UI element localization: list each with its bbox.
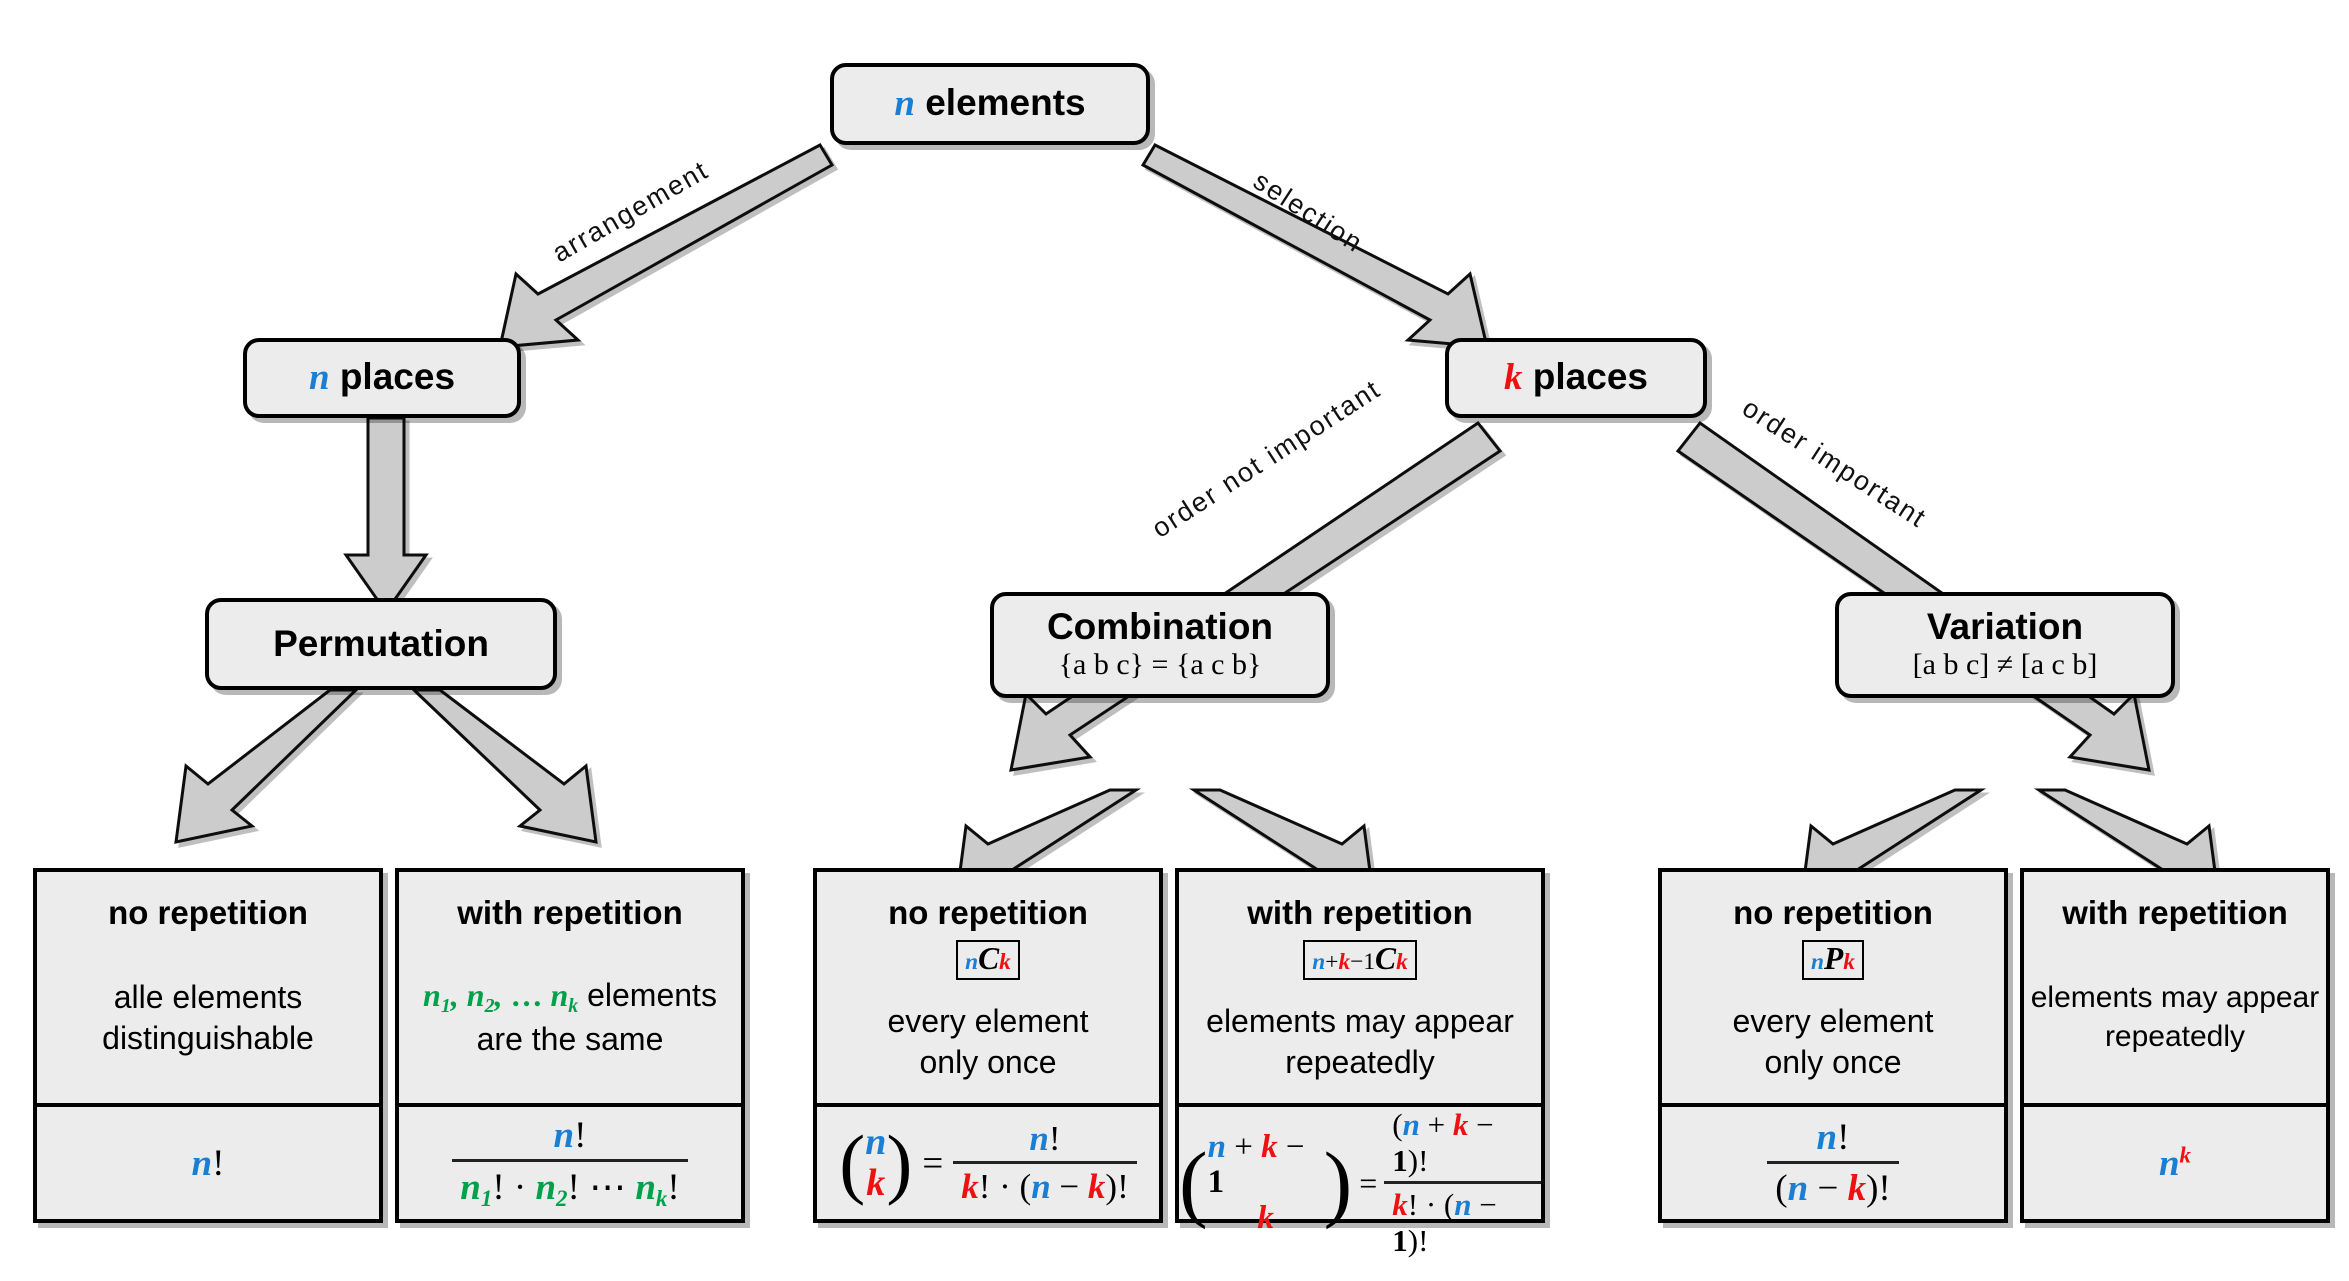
node-k-places[interactable]: k places <box>1445 338 1707 418</box>
desc-line-2: repeatedly <box>1285 1043 1435 1080</box>
node-variation-subtitle: [a b c] ≠ [a c b] <box>1912 648 2098 682</box>
desc-line-2: only once <box>1764 1043 1902 1080</box>
leaf-description: n1, n2, … nk elements are the same <box>423 932 717 1103</box>
desc-line-1: elements may appear <box>1206 1002 1514 1039</box>
leaf-header: no repetition <box>888 894 1088 931</box>
k-places-variable: k <box>1504 357 1523 399</box>
node-n-elements[interactable]: n elements <box>830 63 1150 145</box>
leaf-header: with repetition <box>1247 894 1473 931</box>
formula-variation: n! (n − k)! <box>1767 1116 1899 1210</box>
leaf-description: every element only once <box>1733 980 1934 1103</box>
leaf-description-text: every element only once <box>1733 1001 1934 1083</box>
leaf-header: with repetition <box>457 894 683 931</box>
formula-multiset-permutation: n! n1! · n2! ⋯ nk! <box>452 1114 688 1212</box>
node-k-places-label: k places <box>1504 356 1648 399</box>
desc-line-2: distinguishable <box>102 1019 314 1056</box>
arrow-selection <box>1140 143 1489 349</box>
n-places-variable: n <box>308 357 330 399</box>
leaf-top: no repetition alle elements distinguisha… <box>37 872 379 1107</box>
node-n-places-label: n places <box>308 356 456 399</box>
root-variable: n <box>894 83 915 125</box>
arrow-perm-rep <box>410 688 598 844</box>
leaf-description-text: elements may appear repeatedly <box>1206 1001 1514 1083</box>
leaf-description-text: n1, n2, … nk elements are the same <box>423 975 717 1060</box>
leaf-formula: n! <box>37 1107 379 1219</box>
desc-line-2: only once <box>919 1043 1057 1080</box>
node-variation[interactable]: Variation [a b c] ≠ [a c b] <box>1835 592 2175 698</box>
leaf-description-text: every element only once <box>888 1001 1089 1083</box>
leaf-description: every element only once <box>888 980 1089 1103</box>
arrow-perm-norep <box>174 688 360 844</box>
desc-line-1: alle elements <box>113 978 303 1015</box>
leaf-permutation-no-repetition[interactable]: no repetition alle elements distinguisha… <box>33 868 383 1223</box>
leaf-top: with repetition n1, n2, … nk elements ar… <box>399 872 741 1107</box>
k-places-label: places <box>1532 356 1648 398</box>
node-permutation-label: Permutation <box>273 622 489 664</box>
node-n-elements-label: n elements <box>894 82 1086 125</box>
arrow-permutation <box>343 416 429 615</box>
leaf-header: with repetition <box>2062 894 2288 931</box>
edge-label-selection: selection <box>1248 165 1369 259</box>
edge-label-arrangement: arrangement <box>547 154 714 269</box>
leaf-description-text: elements may appear repeatedly <box>2031 979 2320 1056</box>
desc-line-1: every element <box>887 1002 1089 1039</box>
leaf-description: elements may appear repeatedly <box>2031 932 2320 1103</box>
leaf-badge-nPk: nPk <box>1802 940 1864 980</box>
leaf-permutation-with-repetition[interactable]: with repetition n1, n2, … nk elements ar… <box>395 868 745 1223</box>
leaf-top: with repetition elements may appear repe… <box>2024 872 2326 1107</box>
leaf-top: no repetition nPk every element only onc… <box>1662 872 2004 1107</box>
formula-n-factorial: n! <box>191 1142 225 1184</box>
desc-line-2: are the same <box>476 1021 664 1058</box>
node-combination[interactable]: Combination {a b c} = {a c b} <box>990 592 1330 698</box>
desc-line-1: elements may appear <box>2030 981 2320 1015</box>
leaf-top: no repetition nCk every element only onc… <box>817 872 1159 1107</box>
leaf-top: with repetition n+k−1Ck elements may app… <box>1179 872 1541 1107</box>
n-places-label: places <box>339 356 456 398</box>
leaf-formula: n! (n − k)! <box>1662 1107 2004 1219</box>
leaf-variation-no-repetition[interactable]: no repetition nPk every element only onc… <box>1658 868 2008 1223</box>
leaf-header: no repetition <box>108 894 308 931</box>
leaf-badge-npk-1Ck: n+k−1Ck <box>1303 940 1417 980</box>
leaf-variation-with-repetition[interactable]: with repetition elements may appear repe… <box>2020 868 2330 1223</box>
node-permutation[interactable]: Permutation <box>205 598 557 690</box>
leaf-description: elements may appear repeatedly <box>1206 980 1514 1103</box>
leaf-badge-nCk: nCk <box>956 940 1020 980</box>
node-combination-subtitle: {a b c} = {a c b} <box>1058 648 1262 682</box>
node-variation-label: Variation <box>1926 605 2084 647</box>
desc-line-2: repeatedly <box>2104 1019 2246 1053</box>
node-n-places[interactable]: n places <box>243 338 521 418</box>
edge-label-order-not-important: order not important <box>1146 373 1387 544</box>
formula-multiset-binomial: ( n + k − 1 k ) = (n + k − 1)! k! · (n −… <box>1179 1107 1541 1259</box>
leaf-header: no repetition <box>1733 894 1933 931</box>
desc-elements-word: elements <box>587 976 717 1013</box>
desc-line-1: every element <box>1732 1002 1934 1039</box>
leaf-description: alle elements distinguishable <box>102 932 314 1103</box>
node-combination-label: Combination <box>1046 605 1274 647</box>
leaf-formula: ( n + k − 1 k ) = (n + k − 1)! k! · (n −… <box>1179 1107 1541 1259</box>
edge-label-order-important: order important <box>1737 392 1933 534</box>
leaf-description-text: alle elements distinguishable <box>102 977 314 1059</box>
root-label: elements <box>925 82 1086 124</box>
leaf-combination-with-repetition[interactable]: with repetition n+k−1Ck elements may app… <box>1175 868 1545 1258</box>
leaf-formula: n! n1! · n2! ⋯ nk! <box>399 1107 741 1219</box>
leaf-combination-no-repetition[interactable]: no repetition nCk every element only onc… <box>813 868 1163 1223</box>
desc-groups: n1, n2, … nk <box>423 976 579 1017</box>
